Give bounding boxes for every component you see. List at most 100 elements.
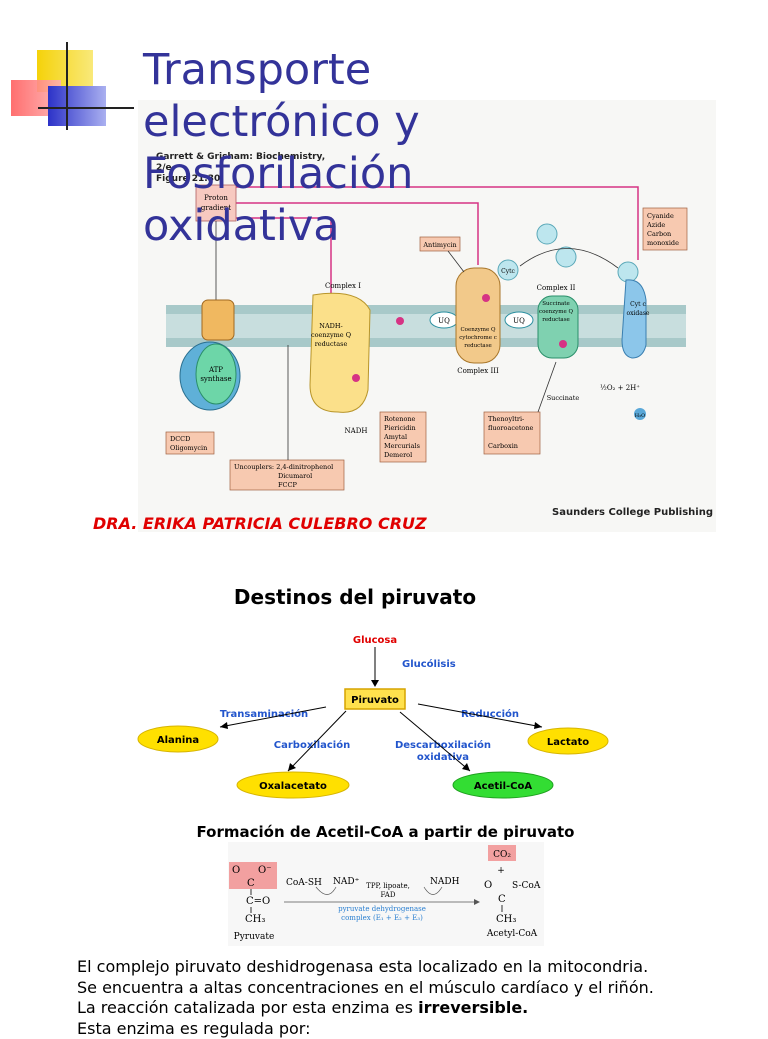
uncouplers-label-2: Dicumarol [278, 472, 312, 480]
cytc-sphere [618, 262, 638, 282]
plus-sign: + [497, 866, 505, 876]
cofactors-label-2: FAD [381, 891, 396, 899]
reaction-scheme: O O⁻ C C=O CH₃ Pyruvate CoA-SH NAD⁺ TPP,… [228, 842, 544, 946]
pyruvate-c: C [247, 878, 255, 889]
complex-i-label: Complex I [325, 282, 361, 290]
uncouplers-label-3: FCCP [278, 481, 297, 489]
paragraph-line-4: Esta enzima es regulada por: [77, 1019, 757, 1039]
oxalacetato-label: Oxalacetato [259, 781, 327, 792]
atp-synthase-label-2: synthase [200, 375, 231, 383]
pyruvate-ch3: CH₃ [245, 914, 265, 925]
electron-dot [482, 294, 490, 302]
descarboxilacion-label-1: Descarboxilación [395, 739, 491, 751]
succinate-label: Succinate [547, 394, 580, 402]
complex-iii-label: Complex III [457, 367, 499, 375]
rotenone-label-2: Piericidin [384, 424, 416, 432]
water-label: H₂O [635, 413, 645, 419]
nadh-label: NADH [345, 427, 368, 435]
pyruvate-pathway-diagram: Glucosa Glucólisis Piruvato Transaminaci… [130, 625, 620, 805]
atp-synthase-label-1: ATP [208, 366, 223, 374]
membrane-core [166, 314, 686, 338]
author-name: DRA. ERIKA PATRICIA CULEBRO CRUZ [93, 514, 427, 533]
thenoyl-label-4: Carboxin [488, 442, 518, 450]
acetylcoa-formation-heading: Formación de Acetil-CoA a partir de piru… [0, 823, 768, 841]
complex-ii-label: Complex II [537, 284, 576, 292]
cytc-oxidase-shape [622, 280, 646, 358]
enzyme-label-2: complex (E₁ + E₂ + E₃) [341, 914, 423, 922]
reduccion-arrowhead [534, 722, 542, 729]
coq-reductase-label-2: cytochrome c [459, 335, 497, 341]
alanina-label: Alanina [157, 735, 199, 746]
cytc-sphere [556, 247, 576, 267]
pyruvate-c-eq-o: C=O [246, 896, 270, 907]
acetyl-ch3: CH₃ [496, 914, 516, 925]
pyruvate-o-minus: O⁻ [258, 865, 271, 876]
coq-reductase-label-3: reductase [464, 343, 492, 349]
rotenone-label-4: Mercurials [384, 442, 420, 450]
cofactors-label-1: TPP, lipoate, [366, 882, 410, 890]
rotenone-label-5: Demerol [384, 451, 412, 459]
cofactor-curve [316, 887, 336, 895]
reduccion-arrow [418, 704, 542, 727]
acetylcoa-product-label: Acetyl-CoA [486, 929, 538, 939]
irreversible-emphasis: irreversible. [418, 998, 528, 1017]
thenoyl-arrow [538, 362, 556, 412]
dccd-label-2: Oligomycin [170, 444, 207, 452]
glucosa-arrowhead [371, 680, 379, 687]
rotenone-label-1: Rotenone [384, 415, 416, 423]
pdh-paragraph: El complejo piruvato deshidrogenasa esta… [77, 957, 757, 1039]
cytc-label: Cytc [501, 268, 515, 275]
pyruvate-dehydrogenase-reaction: O O⁻ C C=O CH₃ Pyruvate CoA-SH NAD⁺ TPP,… [228, 842, 544, 946]
complex-i-shape [310, 293, 370, 412]
cytc-sphere [537, 224, 557, 244]
co2-label: CO₂ [493, 850, 511, 860]
cyanide-label-3: Carbon [647, 230, 671, 238]
nadh-curve [424, 887, 442, 895]
thenoyl-label-2: fluoroacetone [488, 424, 534, 432]
paragraph-line-3: La reacción catalizada por esta enzima e… [77, 998, 757, 1019]
glucolisis-label: Glucólisis [402, 658, 456, 670]
acetyl-o: O [484, 880, 492, 891]
acetyl-c: C [498, 894, 506, 905]
coq-reductase-label-1: Coenzyme Q [460, 327, 496, 333]
nadh-reductase-label-2: coenzyme Q [311, 331, 351, 339]
uq-left-label: UQ [438, 317, 450, 325]
transaminacion-arrowhead [220, 722, 228, 729]
electron-dot [559, 340, 567, 348]
atp-synthase-fo [202, 300, 234, 340]
pyruvate-o: O [232, 865, 240, 876]
coash-label: CoA-SH [286, 878, 322, 888]
nadh-reductase-label-3: reductase [315, 340, 348, 348]
atp-synthase-core [196, 344, 236, 404]
glucosa-label: Glucosa [353, 635, 397, 646]
acetilcoa-label: Acetil-CoA [474, 781, 532, 792]
slide-title: Transporte electrónico y Fosforilación o… [143, 44, 443, 252]
cyanide-label-4: monoxide [647, 239, 679, 247]
electron-dot [396, 317, 404, 325]
paragraph-line-3-text: La reacción catalizada por esta enzima e… [77, 998, 418, 1017]
cyanide-label-2: Azide [646, 221, 665, 229]
descarboxilacion-arrowhead [462, 763, 470, 771]
succinate-reductase-label-1: Succinate [542, 301, 570, 307]
uq-right-label: UQ [513, 317, 525, 325]
logo-blue-square [48, 86, 106, 126]
piruvato-label: Piruvato [351, 695, 399, 706]
pyruvate-label: Pyruvate [234, 932, 275, 942]
succinate-reductase-label-3: reductase [542, 317, 570, 323]
pyruvate-fates-heading: Destinos del piruvato [0, 585, 710, 609]
reaction-arrowhead [474, 899, 480, 905]
figure-publisher: Saunders College Publishing [552, 507, 713, 518]
thenoyl-label-1: Thenoyltri- [488, 415, 524, 423]
nadplus-label: NAD⁺ [333, 877, 360, 887]
logo-vertical-line [66, 42, 68, 130]
enzyme-label-1: pyruvate dehydrogenase [338, 905, 426, 913]
uncouplers-label-1: Uncouplers: 2,4-dinitrophenol [234, 463, 333, 471]
electron-dot [352, 374, 360, 382]
succinate-reductase-label-2: coenzyme Q [539, 309, 573, 315]
cytc-oxidase-label-1: Cyt c [630, 301, 646, 308]
oxygen-equation: ½O₂ + 2H⁺ [600, 384, 640, 392]
paragraph-line-2: Se encuentra a altas concentraciones en … [77, 978, 757, 999]
antimycin-arrow [448, 251, 464, 272]
descarboxilacion-label-2: oxidativa [417, 752, 469, 763]
acetyl-scoa: S-CoA [512, 881, 541, 891]
